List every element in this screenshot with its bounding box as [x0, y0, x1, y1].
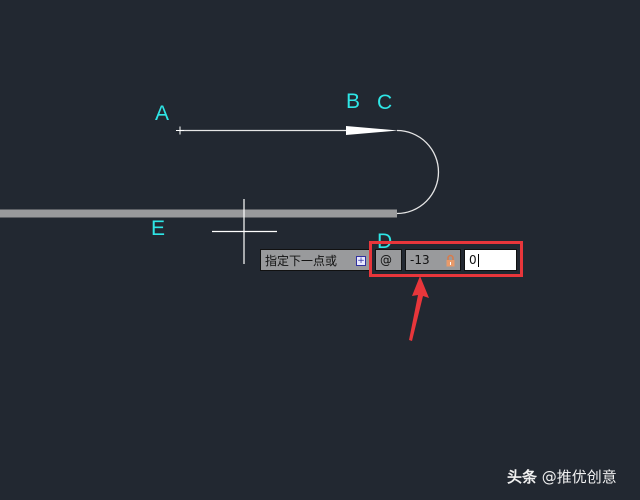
point-label-e: E [151, 217, 166, 240]
watermark-handle: @推优创意 [541, 468, 617, 486]
polyline-arrowhead-bc [346, 126, 398, 135]
lock-icon [446, 254, 455, 267]
length-input-field[interactable]: -13 [405, 249, 461, 271]
annotation-highlight-box [369, 241, 523, 277]
point-label-b: B [346, 90, 361, 113]
crosshair-cursor-icon [212, 199, 277, 264]
polyline-wide-segment [0, 209, 397, 218]
annotation-arrow-icon [409, 276, 429, 341]
polyline-arc-cd [396, 129, 440, 215]
point-label-c: C [377, 91, 393, 114]
text-caret [477, 253, 479, 267]
relative-prefix-text: @ [380, 253, 392, 267]
length-value: -13 [410, 253, 430, 267]
prompt-text: 指定下一点或 [265, 253, 338, 268]
dynamic-input-prompt: 指定下一点或 + [260, 249, 370, 271]
watermark: 头条 @推优创意 [507, 466, 617, 487]
plus-box-icon[interactable]: + [356, 256, 366, 266]
point-label-a: A [155, 102, 170, 125]
watermark-brand: 头条 [507, 468, 538, 486]
angle-input-field[interactable]: 0 [464, 249, 517, 271]
point-a-marker [176, 126, 184, 135]
relative-coordinate-prefix: @ [375, 249, 402, 271]
angle-value: 0 [469, 253, 477, 267]
